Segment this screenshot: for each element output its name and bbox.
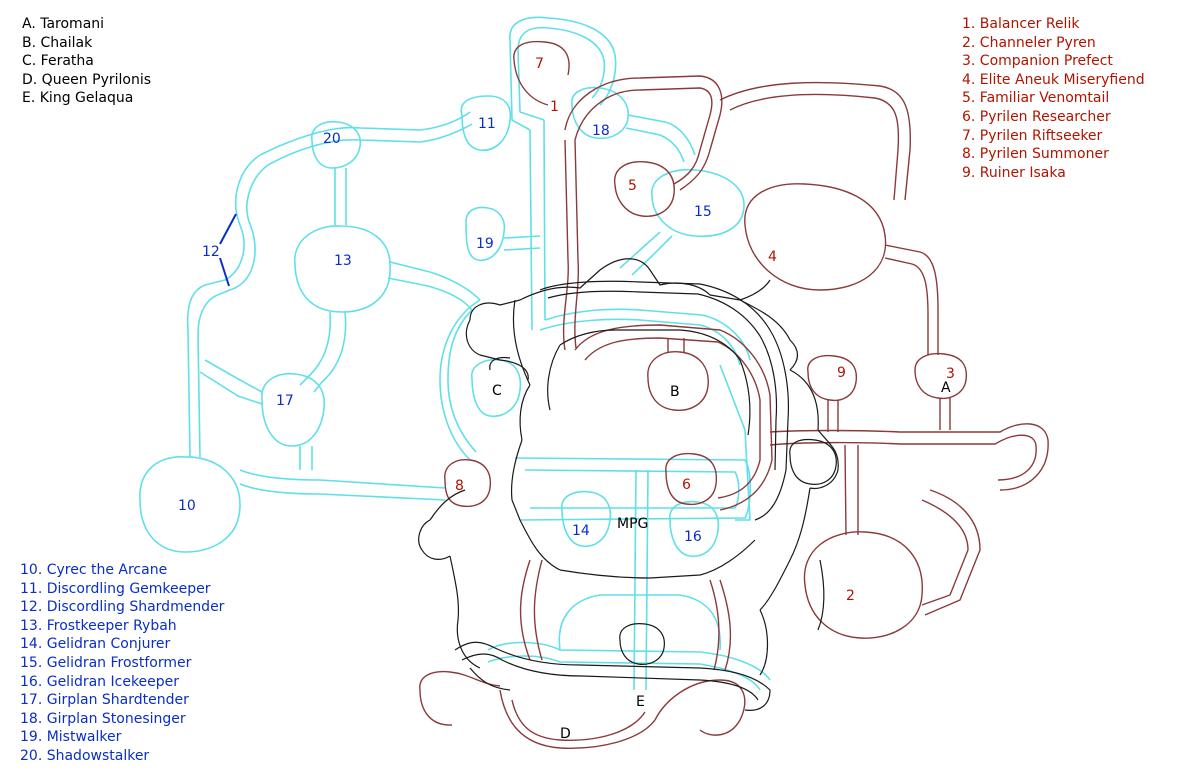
map-label-17: 17 bbox=[276, 393, 294, 409]
black-region-outlines bbox=[418, 258, 839, 711]
map-label-20: 20 bbox=[323, 131, 341, 147]
map-label-d: D bbox=[560, 726, 571, 742]
map-label-8: 8 bbox=[455, 478, 464, 494]
map-label-14: 14 bbox=[572, 523, 590, 539]
marker-12-lines bbox=[219, 213, 237, 287]
map-label-6: 6 bbox=[682, 477, 691, 493]
map-label-2: 2 bbox=[846, 588, 855, 604]
map-label-e: E bbox=[636, 694, 645, 710]
legend-item: 12. Discordling Shardmender bbox=[20, 599, 225, 616]
map-label-9: 9 bbox=[837, 365, 846, 381]
map-label-3: 3 bbox=[946, 366, 955, 382]
red-region-outlines bbox=[419, 40, 1049, 749]
legend-item: 11. Discordling Gemkeeper bbox=[20, 580, 211, 597]
map-label-5: 5 bbox=[628, 178, 637, 194]
legend-item: 15. Gelidran Frostformer bbox=[20, 654, 192, 671]
legend-item: E. King Gelaqua bbox=[22, 90, 134, 107]
map-label-4: 4 bbox=[768, 249, 777, 265]
legend-item: 20. Shadowstalker bbox=[20, 747, 150, 764]
legend-item: 6. Pyrilen Researcher bbox=[962, 108, 1111, 125]
map-label-15: 15 bbox=[694, 204, 712, 220]
legend-item: 19. Mistwalker bbox=[20, 729, 122, 746]
map-label-c: C bbox=[492, 383, 502, 399]
legend-item: C. Feratha bbox=[22, 53, 94, 70]
legend-item: 3. Companion Prefect bbox=[962, 53, 1113, 70]
map-label-12: 12 bbox=[202, 244, 220, 260]
map-label-19: 19 bbox=[476, 236, 494, 252]
legend-item: B. Chailak bbox=[22, 34, 93, 51]
legend-item: 17. Girplan Shardtender bbox=[20, 692, 189, 709]
cyan-region-outlines bbox=[139, 16, 771, 691]
legend-item: 1. Balancer Relik bbox=[962, 16, 1080, 32]
legend-blue-named: 10. Cyrec the Arcane 11. Discordling Gem… bbox=[20, 561, 224, 766]
legend-item: 16. Gelidran Icekeeper bbox=[20, 673, 180, 690]
map-label-a: A bbox=[941, 380, 951, 396]
map-label-18: 18 bbox=[592, 123, 610, 139]
legend-item: 14. Gelidran Conjurer bbox=[20, 636, 171, 653]
legend-item: 5. Familiar Venomtail bbox=[962, 90, 1110, 107]
map-label-11: 11 bbox=[478, 116, 496, 132]
map-label-13: 13 bbox=[334, 253, 352, 269]
legend-item: 13. Frostkeeper Rybah bbox=[20, 617, 177, 634]
map-label-1: 1 bbox=[550, 99, 559, 115]
legend-item: 2. Channeler Pyren bbox=[962, 34, 1096, 51]
map-label-7: 7 bbox=[535, 56, 544, 72]
legend-item: 10. Cyrec the Arcane bbox=[20, 562, 168, 578]
legend-item: 4. Elite Aneuk Miseryfiend bbox=[962, 71, 1145, 88]
map-label-16: 16 bbox=[684, 529, 702, 545]
legend-bosses: A. Taromani B. Chailak C. Feratha D. Que… bbox=[22, 15, 151, 108]
map-label-10: 10 bbox=[178, 498, 196, 514]
map-label-mpg: MPG bbox=[617, 516, 648, 532]
legend-item: A. Taromani bbox=[22, 16, 105, 32]
legend-item: 8. Pyrilen Summoner bbox=[962, 146, 1109, 163]
legend-item: D. Queen Pyrilonis bbox=[22, 71, 152, 88]
legend-item: 18. Girplan Stonesinger bbox=[20, 710, 186, 727]
map-label-b: B bbox=[670, 384, 680, 400]
legend-item: 9. Ruiner Isaka bbox=[962, 164, 1066, 181]
legend-red-named: 1. Balancer Relik 2. Channeler Pyren 3. … bbox=[962, 15, 1145, 182]
legend-item: 7. Pyrilen Riftseeker bbox=[962, 127, 1103, 144]
